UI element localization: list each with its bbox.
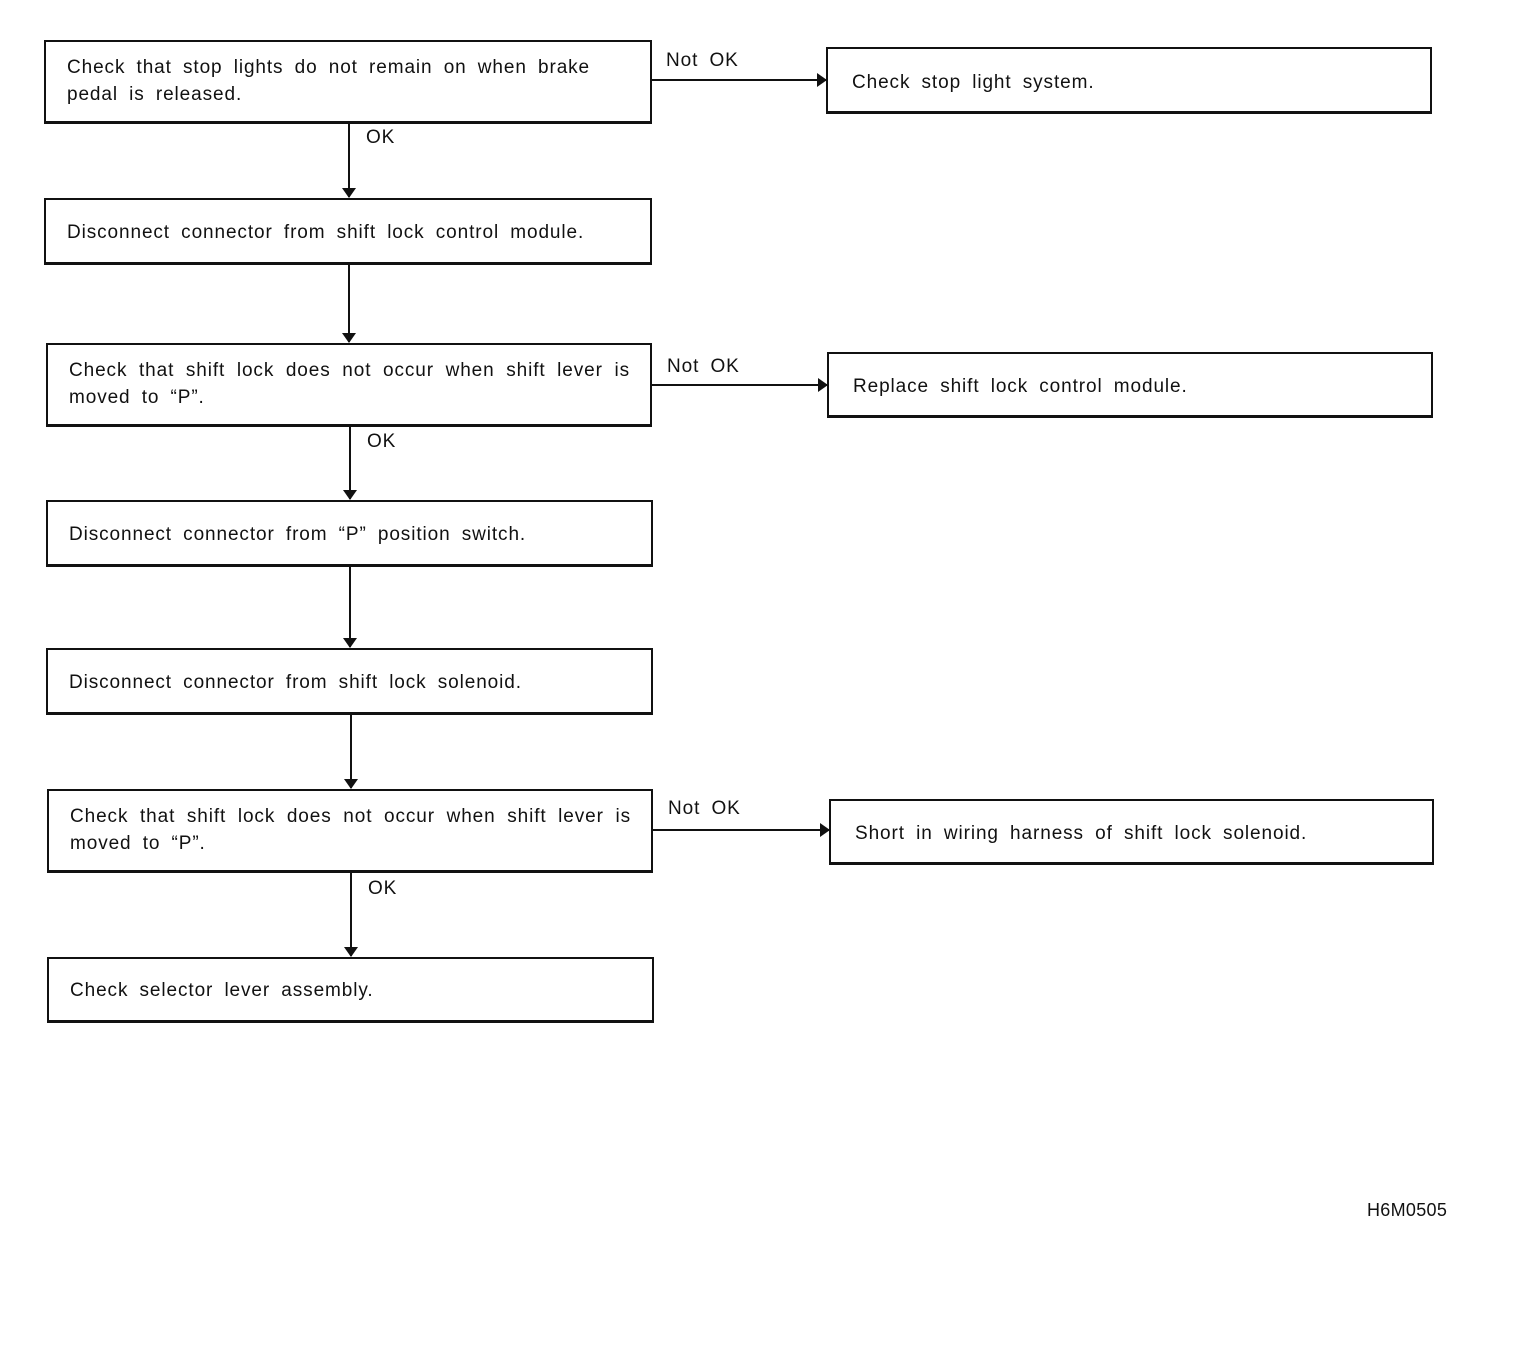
step-box-7: Check selector lever assembly.: [47, 957, 654, 1023]
not-ok-label-3: Not OK: [668, 798, 741, 819]
step-box-4: Disconnect connector from “P” position s…: [46, 500, 653, 567]
figure-code: H6M0505: [1367, 1200, 1448, 1220]
result-text-2: Replace shift lock control module.: [853, 376, 1188, 397]
step-text-5: Disconnect connector from shift lock sol…: [69, 672, 522, 693]
step-box-3: Check that shift lock does not occur whe…: [46, 343, 652, 427]
step-text-1: Check that stop lights do not remain on …: [67, 57, 591, 105]
step-text-4: Disconnect connector from “P” position s…: [69, 524, 527, 545]
step-text-3: Check that shift lock does not occur whe…: [69, 360, 630, 408]
step-box-2: Disconnect connector from shift lock con…: [44, 198, 652, 265]
step-box-6: Check that shift lock does not occur whe…: [47, 789, 653, 873]
not-ok-label-1: Not OK: [666, 50, 739, 71]
result-box-2: Replace shift lock control module.: [827, 352, 1433, 418]
not-ok-label-2: Not OK: [667, 356, 740, 377]
step-text-6: Check that shift lock does not occur whe…: [70, 806, 631, 854]
step-box-5: Disconnect connector from shift lock sol…: [46, 648, 653, 715]
result-text-3: Short in wiring harness of shift lock so…: [855, 823, 1308, 844]
result-box-3: Short in wiring harness of shift lock so…: [829, 799, 1434, 865]
step-text-2: Disconnect connector from shift lock con…: [67, 222, 585, 243]
result-text-1: Check stop light system.: [852, 72, 1095, 93]
ok-label-1: OK: [366, 127, 396, 148]
ok-label-3: OK: [368, 878, 398, 899]
step-box-1: Check that stop lights do not remain on …: [44, 40, 652, 124]
result-box-1: Check stop light system.: [826, 47, 1432, 114]
step-text-7: Check selector lever assembly.: [70, 980, 374, 1001]
ok-label-2: OK: [367, 431, 397, 452]
